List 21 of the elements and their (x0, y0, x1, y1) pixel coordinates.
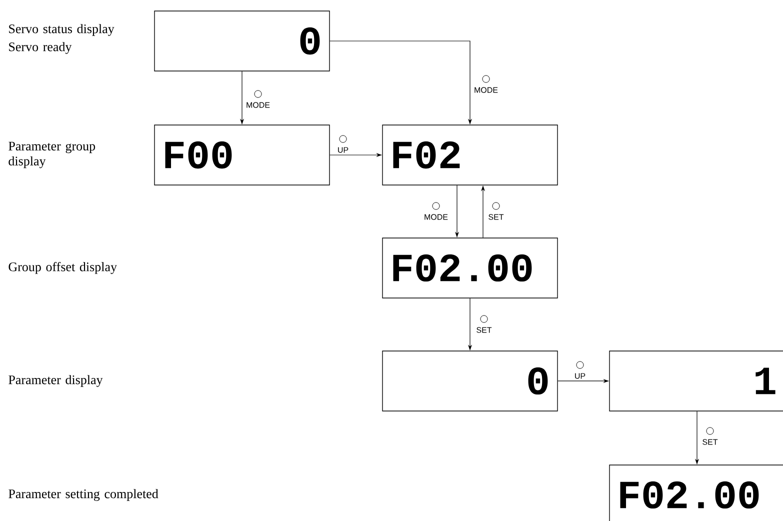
display-box: F02 (382, 124, 558, 186)
edge-label: UP (575, 373, 586, 379)
display-box: F02.00 (609, 464, 783, 521)
display-box: F00 (154, 124, 330, 186)
edge-label: SET (702, 439, 718, 445)
row-label: Parameter group display (8, 142, 96, 168)
edge-label: MODE (424, 214, 448, 220)
edge-label: SET (476, 327, 492, 333)
edge-label: MODE (246, 102, 270, 108)
edge-label: MODE (474, 87, 498, 93)
display-box: 1 (609, 350, 783, 412)
display-box: 0 (154, 10, 330, 72)
row-label: Servo status display (9, 24, 114, 36)
display-box: F02.00 (382, 238, 558, 298)
display-box: 0 (382, 350, 558, 412)
edge-label: UP (338, 147, 348, 153)
row-label: Parameter setting completed (8, 489, 158, 501)
row-label: Servo ready (9, 42, 72, 54)
edge-label: SET (488, 214, 504, 220)
row-label: Group offset display (8, 262, 117, 274)
row-label: Parameter display (8, 375, 103, 387)
